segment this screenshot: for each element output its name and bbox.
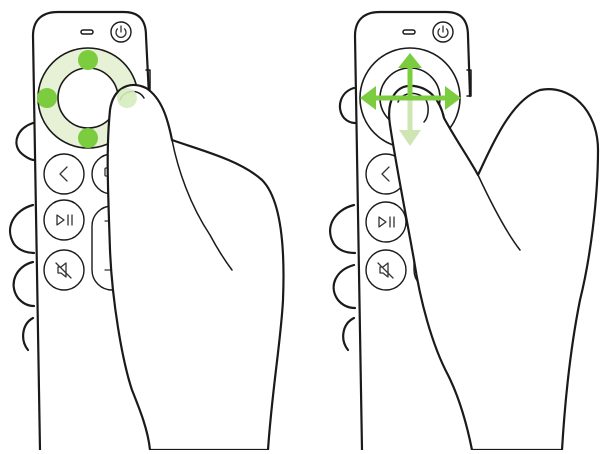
left-play-pause-button[interactable] (44, 200, 84, 240)
left-power-button[interactable] (111, 22, 131, 42)
press-point-left (37, 88, 57, 108)
right-play-pause-button[interactable] (366, 202, 406, 242)
thumb-touch-indicator (117, 88, 137, 108)
right-mute-button[interactable] (366, 250, 406, 290)
right-hand-back-fingers (330, 88, 355, 350)
right-panel (330, 12, 598, 450)
right-hand-front (389, 86, 598, 450)
left-back-button[interactable] (44, 154, 84, 194)
right-status-light (403, 30, 415, 34)
right-power-button[interactable] (433, 22, 453, 42)
press-point-top (78, 50, 98, 70)
left-hand-back-fingers (10, 123, 34, 350)
press-point-bottom (78, 128, 98, 148)
left-status-light (81, 30, 93, 34)
left-panel (10, 12, 283, 450)
left-mute-button[interactable] (44, 250, 84, 290)
left-hand-front (108, 85, 284, 450)
